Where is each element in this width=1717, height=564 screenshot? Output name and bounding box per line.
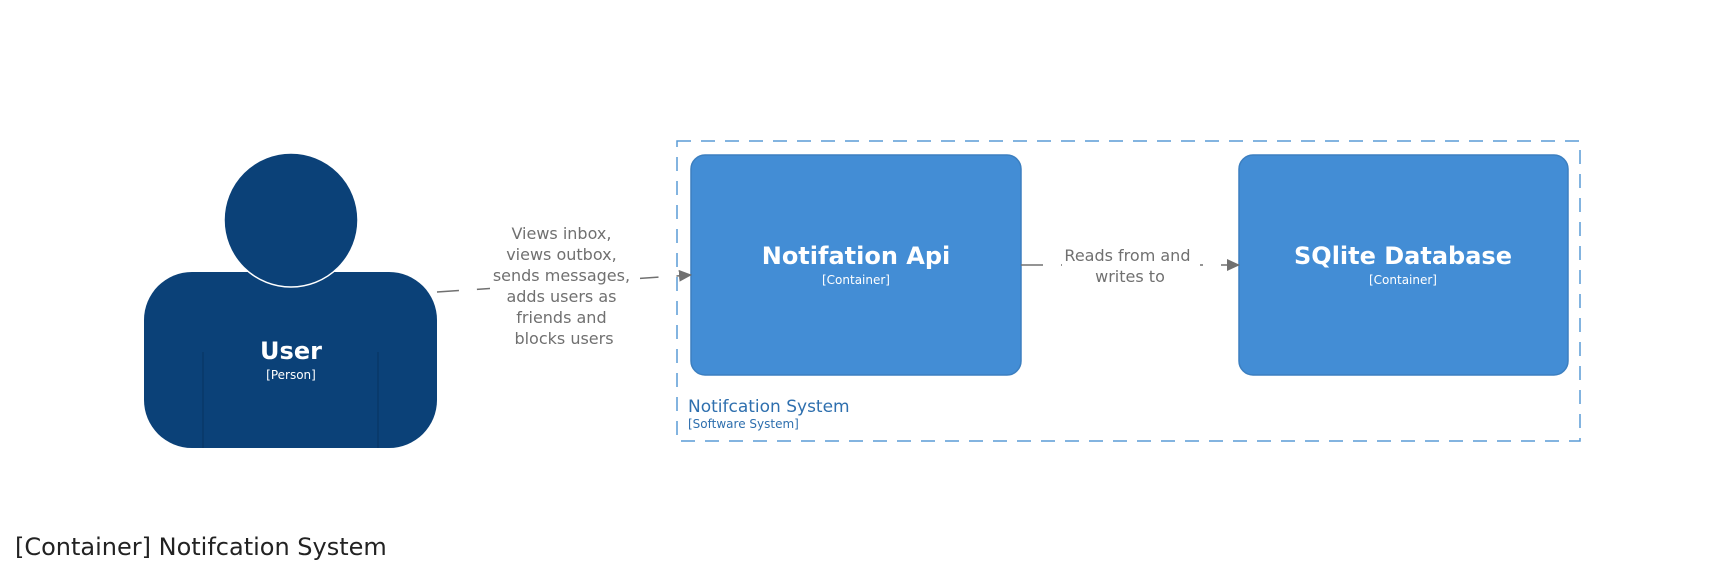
container-tag: [Container] xyxy=(1369,273,1437,287)
relationship-label-line: writes to xyxy=(1095,267,1165,286)
person-tag: [Person] xyxy=(266,368,316,382)
software-system-boundary: Notifcation System [Software System] xyxy=(676,140,1581,442)
container-sqlite-database[interactable]: SQlite Database [Container] xyxy=(1238,154,1569,376)
relationship-label-background xyxy=(490,220,640,350)
boundary-tag: [Software System] xyxy=(688,417,799,431)
relationship-api-to-database[interactable]: Reads from and writes to xyxy=(1021,243,1240,289)
person-name: User xyxy=(260,337,322,365)
boundary-box xyxy=(676,140,1581,442)
relationship-label-line: adds users as xyxy=(506,287,616,306)
diagram-title: [Container] Notifcation System xyxy=(15,533,387,561)
container-name: SQlite Database xyxy=(1294,242,1512,270)
container-notification-api[interactable]: Notifation Api [Container] xyxy=(690,154,1022,376)
container-name: Notifation Api xyxy=(762,242,951,270)
relationship-label: Views inbox, views outbox, sends message… xyxy=(493,224,635,348)
boundary-name: Notifcation System xyxy=(688,397,850,417)
person-body xyxy=(144,272,437,448)
relationship-label-line: sends messages, xyxy=(493,266,630,285)
relationship-user-to-api[interactable]: Views inbox, views outbox, sends message… xyxy=(436,220,692,350)
relationship-label-line: friends and xyxy=(516,308,606,327)
container-tag: [Container] xyxy=(822,273,890,287)
relationship-label-line: blocks users xyxy=(514,329,613,348)
person-head xyxy=(223,152,359,288)
relationship-label-line: Views inbox, xyxy=(511,224,611,243)
person-user[interactable]: User [Person] xyxy=(144,152,437,448)
relationship-label: Reads from and writes to xyxy=(1064,246,1195,286)
relationship-label-line: views outbox, xyxy=(506,245,616,264)
relationship-label-background xyxy=(1062,243,1200,289)
relationship-label-line: Reads from and xyxy=(1064,246,1190,265)
